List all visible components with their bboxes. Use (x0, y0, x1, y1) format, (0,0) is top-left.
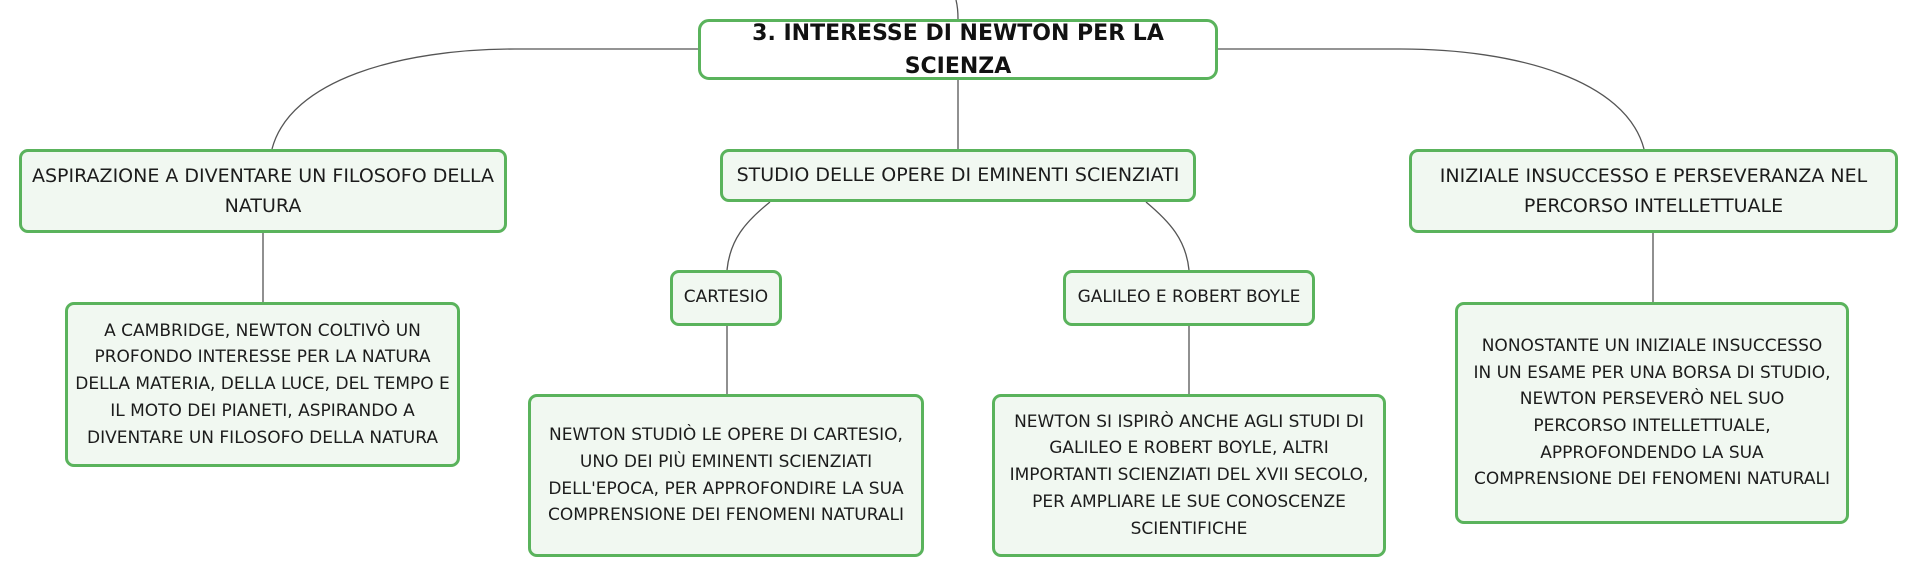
branch-node-label: ASPIRAZIONE A DIVENTARE UN FILOSOFO DELL… (32, 164, 494, 217)
subtopic-node-label: CARTESIO (683, 287, 769, 308)
connector-branch-2-to-cartesio (726, 201, 771, 271)
detail-node-text: NEWTON SI ISPIRÒ ANCHE AGLI STUDI DI GAL… (1009, 411, 1369, 539)
subtopic-node-label: GALILEO E ROBERT BOYLE (1077, 287, 1301, 308)
detail-node-text: NEWTON STUDIÒ LE OPERE DI CARTESIO, UNO … (548, 425, 904, 526)
subtopic-node-galileo-boyle[interactable]: GALILEO E ROBERT BOYLE (1063, 270, 1315, 326)
branch-node-label: STUDIO DELLE OPERE DI EMINENTI SCIENZIAT… (736, 164, 1180, 187)
root-node[interactable]: 3. INTERESSE DI NEWTON PER LA SCIENZA (698, 19, 1218, 80)
connector-branch-2-to-galileo (1145, 201, 1190, 271)
branch-node-aspirazione[interactable]: ASPIRAZIONE A DIVENTARE UN FILOSOFO DELL… (19, 149, 507, 233)
detail-node-text: NONOSTANTE UN INIZIALE INSUCCESSO IN UN … (1473, 335, 1831, 490)
root-node-label: 3. INTERESSE DI NEWTON PER LA SCIENZA (752, 20, 1164, 79)
detail-node-cartesio[interactable]: NEWTON STUDIÒ LE OPERE DI CARTESIO, UNO … (528, 394, 924, 557)
detail-node-galileo-boyle[interactable]: NEWTON SI ISPIRÒ ANCHE AGLI STUDI DI GAL… (992, 394, 1386, 557)
connector-root-to-branch-1 (271, 48, 698, 150)
branch-node-insuccesso[interactable]: INIZIALE INSUCCESSO E PERSEVERANZA NEL P… (1409, 149, 1898, 233)
branch-node-studio-opere[interactable]: STUDIO DELLE OPERE DI EMINENTI SCIENZIAT… (720, 149, 1196, 202)
connector-root-to-branch-3 (1218, 48, 1645, 150)
subtopic-node-cartesio[interactable]: CARTESIO (670, 270, 782, 326)
detail-node-aspirazione[interactable]: A CAMBRIDGE, NEWTON COLTIVÒ UN PROFONDO … (65, 302, 460, 467)
branch-node-label: INIZIALE INSUCCESSO E PERSEVERANZA NEL P… (1439, 164, 1868, 217)
detail-node-insuccesso[interactable]: NONOSTANTE UN INIZIALE INSUCCESSO IN UN … (1455, 302, 1849, 524)
detail-node-text: A CAMBRIDGE, NEWTON COLTIVÒ UN PROFONDO … (75, 320, 450, 448)
